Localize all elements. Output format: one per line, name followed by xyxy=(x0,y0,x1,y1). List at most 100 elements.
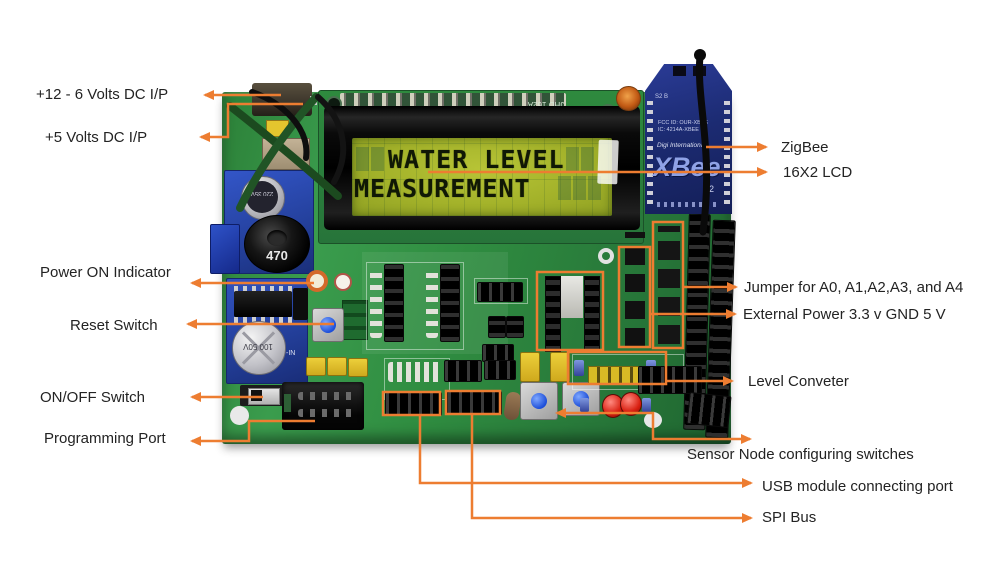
dip-ic xyxy=(234,291,292,317)
label-16x2-lcd: 16X2 LCD xyxy=(783,164,853,181)
lcd-burn-cell xyxy=(566,147,579,171)
jumper-column-a xyxy=(625,232,645,346)
transistor-to220 xyxy=(293,288,308,320)
ic-label-patch xyxy=(561,276,583,318)
capacitor-100uf: 100 50V xyxy=(232,321,286,375)
female-header-column-2 xyxy=(440,264,460,342)
lcd-pin-row xyxy=(340,93,566,107)
label-level-converter: Level Conveter xyxy=(748,373,849,390)
jumper-block-2 xyxy=(506,316,524,338)
lcd-text-line2: MEASUREMENT xyxy=(354,174,531,203)
yellow-cap-3 xyxy=(348,358,368,377)
xbee-pins-right xyxy=(724,96,730,204)
level-converter xyxy=(588,366,642,384)
xbee-variant-text: S2 xyxy=(703,184,715,194)
green-terminal-block xyxy=(342,300,368,340)
blue-cap-1 xyxy=(574,360,584,376)
silkscreen-headers xyxy=(366,262,464,350)
mounting-hole-ring xyxy=(598,248,614,264)
capacitor-220uf: 220 35V xyxy=(241,176,285,220)
lcd-burn-cell xyxy=(581,147,594,171)
usb-module-header xyxy=(385,392,442,416)
label-usb-module-port: USB module connecting port xyxy=(762,478,953,495)
yellow-cap-5 xyxy=(550,352,570,382)
xbee-fcc-line1: FCC ID: OUR-XBEE xyxy=(658,120,709,126)
power-on-led xyxy=(306,270,328,292)
label-5v-dc-input: +5 Volts DC I/P xyxy=(45,129,148,146)
blue-cap-4 xyxy=(642,398,651,412)
label-reset-switch: Reset Switch xyxy=(70,317,158,334)
lcd-burn-cell xyxy=(573,176,586,200)
dip-ic-legs-bottom xyxy=(234,317,292,323)
header-horizontal xyxy=(477,282,523,302)
capacitor-100uf-marking: 100 50V xyxy=(243,342,273,351)
label-power-on-indicator: Power ON Indicator xyxy=(40,264,171,281)
onoff-switch-knob xyxy=(251,390,262,401)
capacitor-220uf-marking: 220 35V xyxy=(250,190,274,196)
programming-port-holes-row2 xyxy=(298,409,356,417)
lcd-text-line1: WATER LEVEL xyxy=(388,145,565,174)
female-header-column-1 xyxy=(384,264,404,342)
xbee-pins-left xyxy=(647,96,653,204)
bottom-right-header-2 xyxy=(686,391,732,429)
xbee-top-component-1 xyxy=(673,66,686,76)
label-external-power: External Power 3.3 v GND 5 V xyxy=(743,306,946,323)
inductor-470: 470 xyxy=(244,215,310,273)
red-led-2 xyxy=(620,392,642,416)
pad-column-1 xyxy=(370,266,382,338)
mounting-hole-bottom-left xyxy=(230,406,249,425)
programming-port-connector xyxy=(282,382,364,430)
header-double-row-2 xyxy=(484,360,516,380)
lcd-screen: WATER LEVEL MEASUREMENT xyxy=(352,138,619,216)
pad-column-2 xyxy=(426,266,438,338)
config-button-1 xyxy=(520,382,558,420)
regulator-in-marking: -IN xyxy=(286,350,296,357)
dip-socket-left xyxy=(545,276,561,352)
label-programming-port: Programming Port xyxy=(44,430,166,447)
onoff-switch-body xyxy=(248,388,280,405)
jumper-block-1 xyxy=(488,316,506,338)
xbee-fcc-line2: IC: 4214A-XBEE xyxy=(658,127,699,133)
inductor-470-marking: 470 xyxy=(266,248,288,263)
reset-button xyxy=(312,308,344,342)
label-zigbee: ZigBee xyxy=(781,139,829,156)
terminal-block-tan xyxy=(262,138,310,170)
capacitor-220uf-top xyxy=(246,181,278,213)
xbee-logo-text: XBee xyxy=(653,152,721,182)
xbee-bottom-dots xyxy=(657,202,717,207)
dc-jack-pin xyxy=(310,96,317,105)
xbee-corner-marking: S2 B xyxy=(655,94,669,100)
capacitor-orange-top xyxy=(616,86,641,111)
xbee-brand-text: Digi International xyxy=(657,142,706,149)
inductor-470-hole xyxy=(267,230,287,246)
jumper-column-b xyxy=(658,226,680,344)
label-spi-bus: SPI Bus xyxy=(762,509,817,526)
lcd-burn-cell xyxy=(558,176,571,200)
reset-button-cap xyxy=(320,317,336,333)
config-button-1-cap xyxy=(531,393,547,409)
trimmer-pot xyxy=(210,224,240,274)
dc-jack xyxy=(252,83,312,116)
xbee-top-component-2 xyxy=(693,66,706,76)
blue-cap-3 xyxy=(580,398,589,412)
label-sensor-node-switches: Sensor Node configuring switches xyxy=(687,446,914,463)
antenna-base xyxy=(694,49,706,61)
dip-ic-legs-top xyxy=(234,286,292,292)
lcd-burn-cell xyxy=(371,147,384,171)
dip-socket-right xyxy=(584,276,600,352)
yellow-cap-2 xyxy=(327,357,347,376)
label-onoff-switch: ON/OFF Switch xyxy=(40,389,146,406)
mounting-hole-bottom-right xyxy=(644,412,662,428)
yellow-cap-1 xyxy=(306,357,326,376)
pad-row-usb xyxy=(388,362,442,382)
lcd-glare xyxy=(597,139,619,185)
header-double-row-1 xyxy=(444,360,482,382)
programming-port-notch xyxy=(284,394,291,412)
xbee-zigbee-module: S2 B FCC ID: OUR-XBEE IC: 4214A-XBEE Dig… xyxy=(645,64,732,214)
label-jumper-a0-a4: Jumper for A0, A1,A2,A3, and A4 xyxy=(744,279,964,296)
spi-bus-header xyxy=(447,391,502,415)
programming-port-holes-row1 xyxy=(298,392,356,400)
lcd-burn-cell xyxy=(356,147,369,171)
status-led xyxy=(334,273,352,291)
